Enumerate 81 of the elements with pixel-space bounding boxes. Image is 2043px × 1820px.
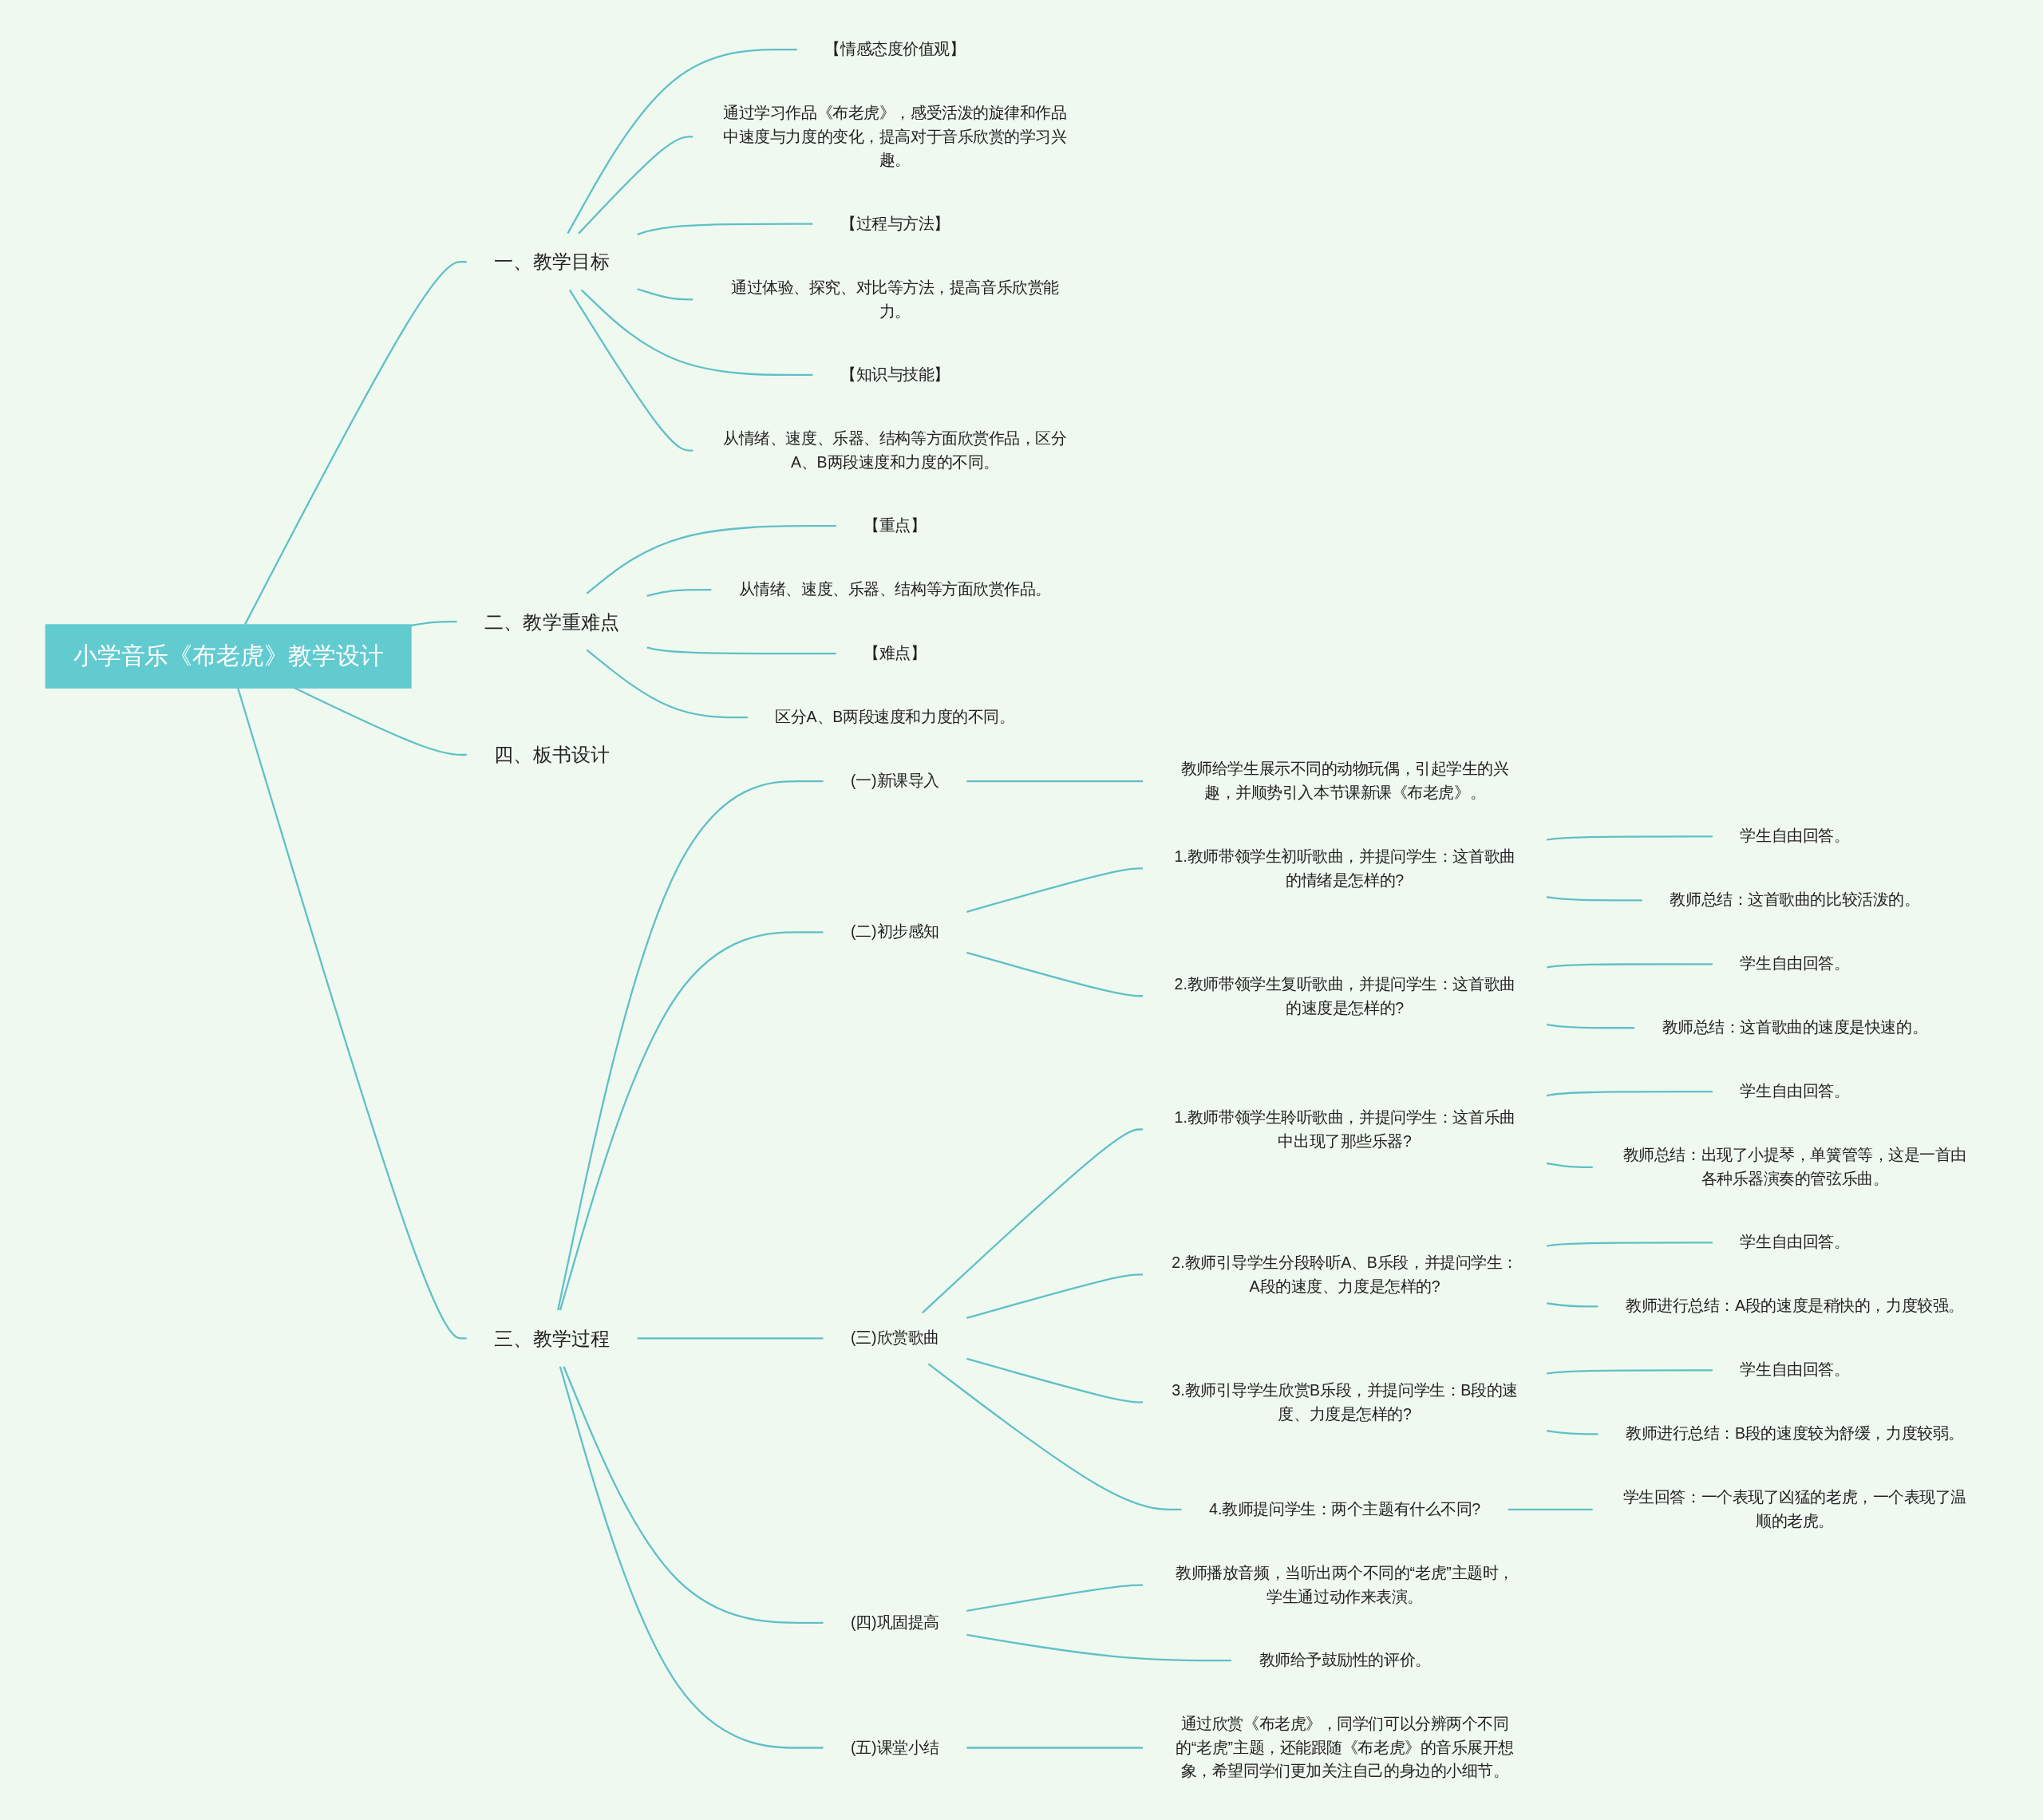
connector [966,951,1144,997]
node-text: 【重点】 [863,516,927,535]
node-text: 从情绪、速度、乐器、结构等方面欣赏作品。 [739,580,1052,598]
node-text: 学生自由回答。 [1740,1233,1850,1251]
node-text: 【情感态度价值观】 [824,40,966,58]
node-text: 1.教师带领学生初听歌曲，并提问学生：这首歌曲的情绪是怎样的? [1175,847,1516,889]
node-text: 教师给学生展示不同的动物玩偶，引起学生的兴趣，并顺势引入本节课新课《布老虎》。 [1181,760,1509,801]
node-text: 通过体验、探究、对比等方法，提高音乐欣赏能力。 [731,278,1060,320]
node-text: 1.教师带领学生聆听歌曲，并提问学生：这首乐曲中出现了那些乐器? [1175,1108,1516,1150]
connector [1547,1429,1598,1435]
connector [637,287,694,300]
node-text: 四、板书设计 [494,743,611,765]
node-text: 【难点】 [863,644,927,662]
connector [569,289,694,452]
node-text: 教师总结：这首歌曲的比较活泼的。 [1670,890,1920,909]
connector [244,260,468,625]
connector [567,48,798,234]
node-text: 从情绪、速度、乐器、结构等方面欣赏作品，区分A、B两段速度和力度的不同。 [723,429,1067,471]
connector [966,1273,1144,1319]
node-text: 通过学习作品《布老虎》，感受活泼的旋律和作品中速度与力度的变化，提高对于音乐欣赏的学习兴趣。 [723,104,1067,168]
connector [1547,1023,1635,1028]
connector [966,1633,1232,1661]
node-text: 二、教学重难点 [484,610,620,632]
connector [966,1746,1144,1749]
connector [237,687,468,1340]
node-text: (一)新课导入 [851,772,940,790]
connector [1547,1241,1713,1247]
node-box: 小学音乐《布老虎》教学设计 [45,623,413,689]
node-text: (四)巩固提高 [851,1613,940,1632]
connector [1547,962,1713,968]
node-text: 区分A、B两段速度和力度的不同。 [775,708,1015,726]
connector [557,780,824,1310]
connector [1547,895,1643,901]
node-text: 4.教师提问学生：两个主题有什么不同? [1209,1500,1481,1518]
node-text: 学生回答：一个表现了凶猛的老虎，一个表现了温顺的老虎。 [1623,1488,1967,1530]
node-text: (三)欣赏歌曲 [851,1328,940,1347]
connector [1547,1368,1713,1375]
connector [587,524,837,594]
connector [563,1365,824,1624]
connector [1547,1301,1598,1308]
connector [928,1362,1182,1510]
node-text: 学生自由回答。 [1740,1082,1850,1100]
connector [646,588,712,597]
node-text: (五)课堂小结 [851,1738,940,1756]
connector [638,1336,824,1340]
connector [646,645,837,654]
node-text: 三、教学过程 [494,1327,611,1348]
node-text: 【过程与方法】 [840,215,950,232]
connector [1547,1162,1594,1168]
node-text: 3.教师引导学生欣赏B乐段，并提问学生：B段的速度、力度是怎样的? [1172,1380,1519,1423]
connector [1508,1508,1594,1510]
node-text: 2.教师带领学生复听歌曲，并提问学生：这首歌曲的速度是怎样的? [1175,974,1516,1017]
connector [587,649,749,718]
node-text: 2.教师引导学生分段聆听A、B乐段，并提问学生：A段的速度、力度是怎样的? [1172,1253,1519,1295]
connector [637,223,813,235]
connector [922,1127,1144,1313]
connector [1547,1090,1713,1096]
node-text: (二)初步感知 [851,922,940,941]
node-text: 教师播放音频，当听出两个不同的“老虎”主题时，学生通过动作来表演。 [1176,1564,1515,1605]
connector [559,1365,824,1749]
node-text: 教师总结：这首歌曲的速度是快速的。 [1662,1018,1928,1036]
node-text: 教师总结：出现了小提琴，单簧管等，这是一首由各种乐器演奏的管弦乐曲。 [1623,1146,1967,1187]
node-text: 一、教学目标 [494,251,611,272]
node-text: 教师进行总结：B段的速度较为舒缓，力度较弱。 [1626,1424,1965,1443]
connector [578,135,694,234]
node-text: 【知识与技能】 [840,365,950,384]
connector [966,780,1144,782]
connector [966,867,1144,913]
connector [294,686,468,756]
connector [581,289,813,376]
connector [559,930,824,1310]
node-text: 教师给予鼓励性的评价。 [1259,1651,1432,1669]
node-text: 学生自由回答。 [1740,954,1850,973]
node-text: 通过欣赏《布老虎》，同学们可以分辨两个不同的“老虎”主题，还能跟随《布老虎》的音乐展开想象，希望同学们更加关注自己的身边的小细节。 [1176,1715,1515,1779]
connector [966,1357,1144,1403]
node-text: 教师进行总结：A段的速度是稍快的，力度较强。 [1626,1297,1965,1315]
connector [411,620,458,626]
connector [1547,835,1713,841]
node-text: 学生自由回答。 [1740,1360,1850,1379]
connector [966,1583,1144,1612]
node-text: 学生自由回答。 [1740,827,1850,845]
